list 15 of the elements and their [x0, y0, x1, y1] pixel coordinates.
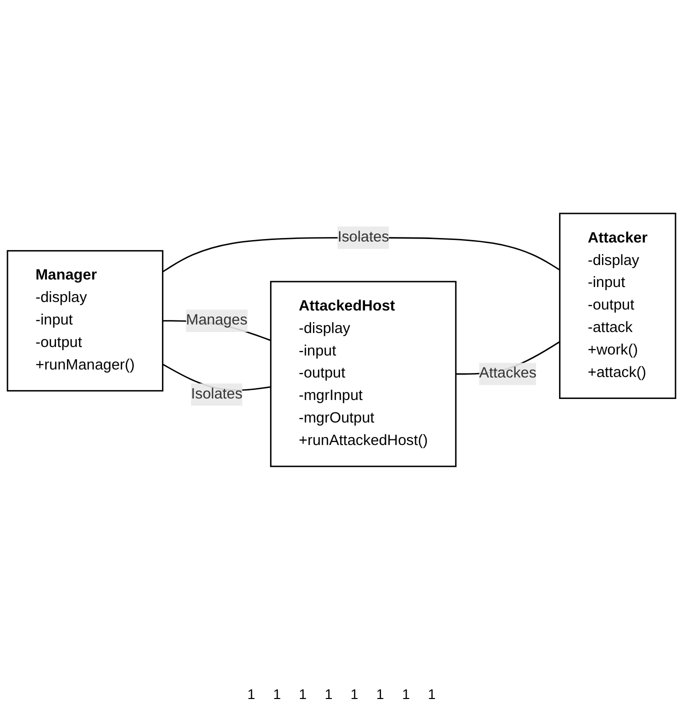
multiplicity-label: 1	[324, 686, 334, 702]
multiplicity-label: 1	[426, 686, 437, 702]
edge-label: Attackes	[479, 366, 536, 382]
node-box: AttackedHost -display -input -output -mgrInput -mgrOutput +runAttackedHost()	[270, 280, 457, 468]
multiplicity-label: 1	[375, 686, 386, 702]
edge-label: Isolates	[190, 386, 242, 402]
multiplicity-label: 1	[246, 686, 256, 702]
multiplicity-label: 1	[350, 686, 360, 702]
multiplicity-label: 1	[272, 686, 282, 702]
multiplicity-label: 1	[401, 686, 411, 702]
node-box: Manager -display -input -output +runManager()	[6, 250, 164, 392]
node-box: Attacker -display -input -output -attack +work() +attack()	[559, 212, 676, 400]
edge-label: Manages	[186, 312, 248, 328]
edge-label: Isolates	[338, 229, 390, 246]
multiplicity-label: 1	[298, 686, 308, 702]
